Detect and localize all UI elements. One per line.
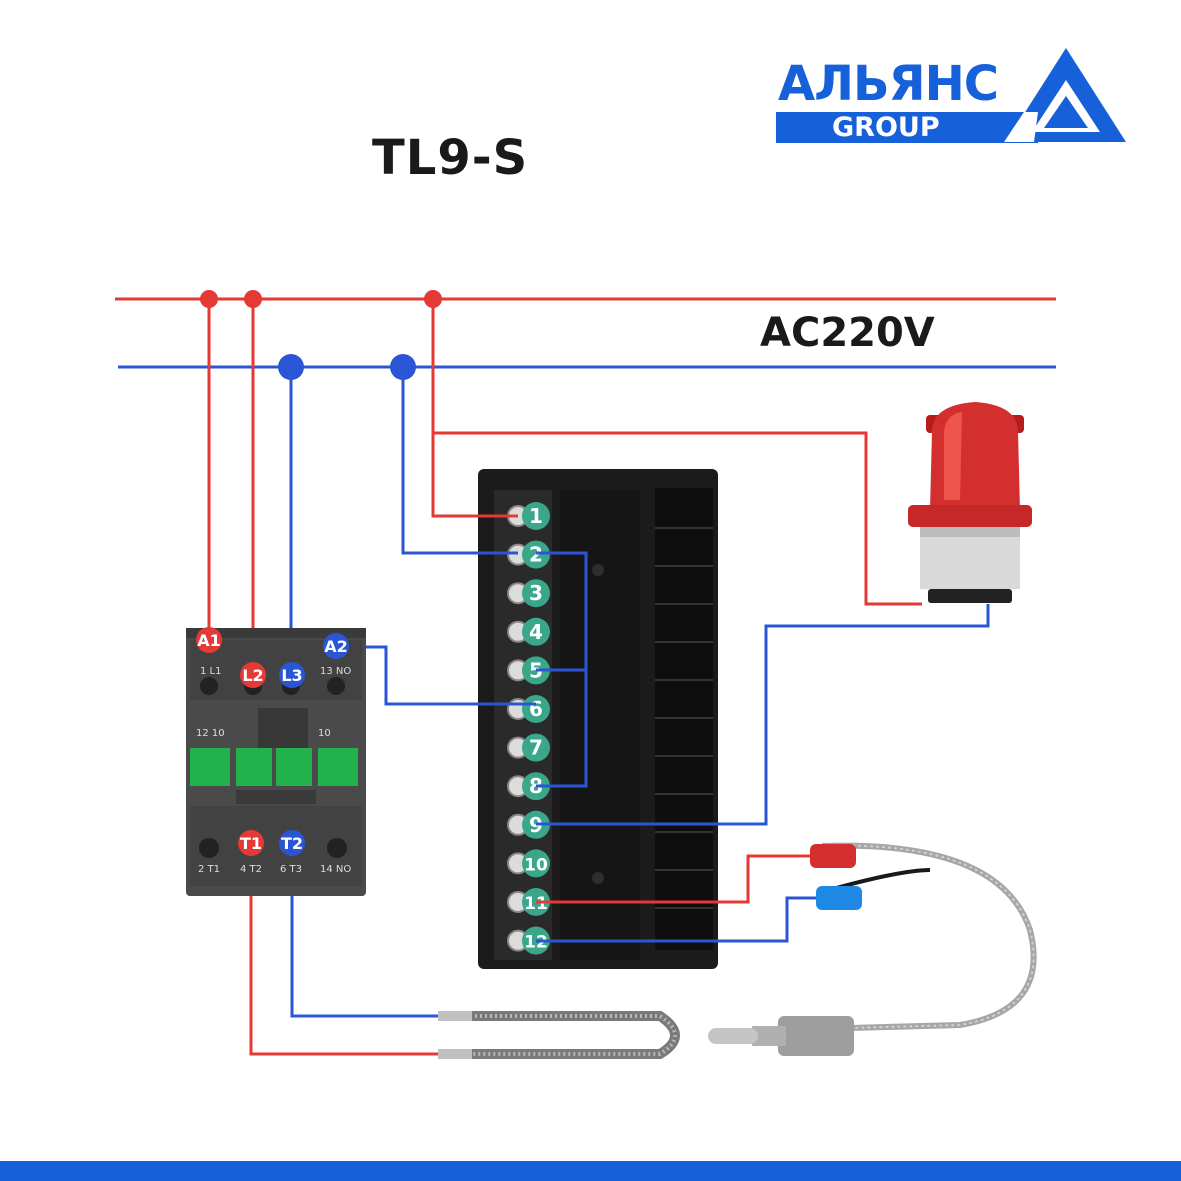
controller-terminal-1: 1 — [522, 502, 550, 530]
terminal-badge — [522, 540, 550, 569]
contactor-label-10: 10 — [318, 728, 331, 739]
terminal-number: 6 — [529, 697, 543, 721]
contactor-label-t3: 6 T3 — [280, 864, 302, 875]
bottom-accent-bar — [0, 1161, 1181, 1181]
terminal-badge — [522, 579, 550, 608]
warning-beacon-icon — [908, 402, 1032, 603]
terminal-number: 1 — [529, 504, 543, 528]
terminal-number: 11 — [524, 894, 548, 914]
supply-voltage-label: AC220V — [760, 310, 935, 356]
terminal-badge — [522, 849, 550, 878]
wire-heater-neutral — [290, 855, 438, 1018]
badge-l3: L3 — [279, 662, 305, 688]
wire-thermocouple-plus — [536, 854, 816, 904]
contactor-green-button — [236, 748, 272, 786]
controller-terminal-6: 6 — [522, 695, 550, 723]
terminal-badge — [522, 617, 550, 646]
controller-terminal-3: 3 — [522, 579, 550, 608]
controller-terminal-4: 4 — [522, 617, 550, 646]
contactor-label-t1: 2 T1 — [198, 864, 220, 875]
terminal-number: 7 — [529, 736, 543, 760]
wire-thermocouple-minus — [536, 896, 822, 943]
thermocouple-probe-icon — [708, 842, 1037, 1056]
contactor-label-l1: 1 L1 — [200, 666, 221, 677]
badge-t1: T1 — [238, 830, 264, 856]
svg-text:T1: T1 — [240, 834, 262, 853]
terminal-number: 12 — [524, 933, 548, 953]
terminal-number: 2 — [529, 543, 543, 567]
terminal-badge — [522, 502, 550, 530]
page-title: TL9-S — [372, 130, 529, 186]
heatsink-fins — [655, 527, 713, 909]
contactor-green-button — [276, 748, 312, 786]
contactor-label-t2: 4 T2 — [240, 864, 262, 875]
contactor-green-button — [190, 748, 230, 786]
terminal-number: 10 — [524, 855, 548, 875]
contactor-label-13: 13 NO — [320, 666, 351, 677]
badge-t2: T2 — [279, 830, 305, 856]
contactor: 12 10 10 1 L1 13 NO 2 T1 4 T2 6 T3 14 NO… — [186, 627, 366, 896]
brand-bar — [776, 112, 1038, 143]
controller-terminal-2: 2 — [522, 540, 550, 569]
svg-text:L3: L3 — [281, 666, 302, 685]
badge-l2: L2 — [240, 662, 266, 688]
controller-terminal-10: 10 — [522, 849, 550, 878]
terminal-number: 4 — [529, 620, 543, 644]
terminal-badge — [522, 733, 550, 762]
svg-text:L2: L2 — [242, 666, 263, 685]
terminal-badge — [522, 695, 550, 723]
controller-terminal-7: 7 — [522, 733, 550, 762]
triangle-logo-icon — [1004, 48, 1126, 142]
brand-sub: GROUP — [832, 112, 940, 143]
wire-heater-live — [249, 855, 438, 1056]
contactor-label-1210: 12 10 — [196, 728, 225, 739]
badge-a1: A1 — [196, 627, 222, 653]
wire-live-terminal-1 — [431, 299, 518, 518]
terminal-number: 3 — [529, 581, 543, 605]
svg-text:T2: T2 — [281, 834, 303, 853]
contactor-label-14: 14 NO — [320, 864, 351, 875]
svg-text:A1: A1 — [197, 631, 221, 650]
contactor-green-button — [318, 748, 358, 786]
heating-element-icon — [438, 1011, 680, 1059]
wire-neutral-terminal-2 — [401, 367, 518, 555]
brand-name: АЛЬЯНС — [778, 56, 999, 112]
svg-text:A2: A2 — [324, 637, 348, 656]
wire-live-beacon — [433, 431, 922, 606]
wire-terminal-9-beacon — [536, 604, 990, 826]
brand-logo: АЛЬЯНС GROUP — [776, 46, 1128, 146]
badge-a2: A2 — [323, 633, 349, 659]
